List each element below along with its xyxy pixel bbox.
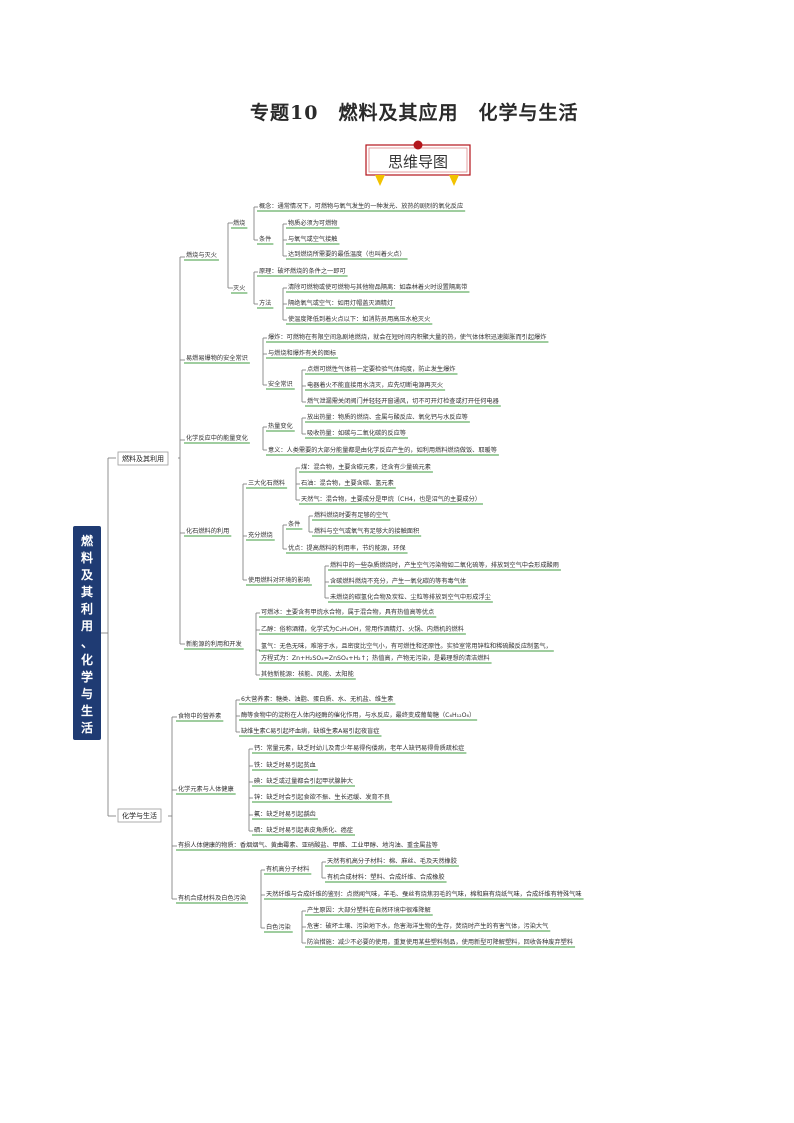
node-combust_extinguish: 燃烧与灭火: [186, 251, 217, 259]
node-w1: 产生原因：大部分塑料在自然环境中很难降解: [307, 906, 431, 914]
node-fiber: 天然纤维与合成纤维的鉴别：点燃闻气味，羊毛、蚕丝有烧焦羽毛的气味，棉和麻有烧纸气…: [266, 890, 582, 898]
ribbon-right-icon: [449, 175, 459, 186]
node-p1: 天然有机高分子材料：棉、麻丝、毛及天然橡胶: [327, 857, 457, 865]
pin-icon: [413, 140, 423, 150]
node-full_combust: 充分燃烧: [248, 531, 273, 539]
node-harmful: 有损人体健康的物质：香烟烟气、黄曲霉素、亚硝酸盐、甲醛、工业甲醇、地沟油、重金属…: [178, 841, 438, 849]
node-el3: 碘：缺乏或过量都会引起甲状腺肿大: [254, 777, 353, 785]
node-fuel: 燃料及其利用: [122, 454, 164, 463]
node-safety_title: 易燃易爆物的安全常识: [186, 354, 248, 362]
node-w3: 防治措施：减少不必要的使用，重复使用某些塑料制品，使用新型可降解塑料，回收各种废…: [307, 938, 573, 946]
node-el5: 氟：缺乏时易引起龋齿: [254, 810, 316, 818]
node-el1: 钙：常量元素，缺乏时幼儿及青少年易得佝偻病，老年人缺钙易得骨质疏松症: [254, 744, 464, 752]
ribbon-left-icon: [375, 175, 385, 186]
node-fossil_title: 化石燃料的利用: [186, 527, 229, 535]
node-gas: 天然气：混合物，主要成分是甲烷（CH4，也是沼气的主要成分）: [301, 495, 481, 503]
node-nutrients: 食物中的营养素: [178, 712, 221, 720]
mind-map-badge: 思维导图: [365, 140, 471, 186]
node-env_impact: 使用燃料对环境的影响: [248, 576, 310, 584]
node-combustion: 燃烧: [233, 219, 245, 227]
node-p2: 有机合成材料：塑料、合成纤维、合成橡胶: [327, 873, 445, 881]
node-w2: 危害：破坏土壤、污染地下水，危害海洋生物的生存，焚烧时产生的有害气体，污染大气: [307, 922, 548, 930]
node-materials: 有机合成材料及白色污染: [178, 894, 246, 902]
badge-label: 思维导图: [388, 153, 448, 171]
node-el2: 铁：缺乏时易引起贫血: [254, 761, 316, 769]
node-m3: 使温度降低到着火点以下：如消防员用高压水枪灭火: [288, 315, 430, 323]
node-concept: 概念：通常情况下，可燃物与氧气发生的一种发光、放热的剧烈的氧化反应: [259, 202, 463, 210]
node-s2: 电器着火不能直接用水浇灭，应先切断电源再灭火: [307, 381, 443, 389]
node-new_energy: 新能源的利用和开发: [186, 640, 242, 648]
node-nu2: 酶等食物中的淀粉在人体内经酶的催化作用，与水反应，最终变成葡萄糖（C₆H₁₂O₆…: [241, 711, 475, 719]
node-methods: 方法: [259, 299, 271, 307]
node-extinguish: 灭火: [233, 285, 245, 292]
node-three_fossil: 三大化石燃料: [248, 479, 285, 487]
node-oil: 石油：混合物，主要含碳、氢元素: [301, 479, 394, 487]
node-h2: 吸收热量：如碳与二氧化碳的反应等: [307, 429, 406, 437]
node-cond3: 达到燃烧所需要的最低温度（也叫着火点）: [288, 250, 406, 258]
node-el6: 硒：缺乏时易引起表皮角质化、癌症: [254, 826, 353, 834]
node-cond1: 物质必须为可燃物: [288, 219, 338, 227]
node-f2: 燃料与空气或氧气有足够大的接触面积: [314, 527, 419, 535]
node-white: 白色污染: [266, 923, 291, 931]
node-cond2: 与氧气或空气接触: [288, 235, 338, 243]
node-s1: 点燃可燃性气体前一定要检验气体纯度，防止发生爆炸: [307, 365, 456, 373]
node-h1: 放出热量：物质的燃烧、金属与酸反应、氧化钙与水反应等: [307, 413, 468, 421]
node-e1: 燃料中的一些杂质燃烧时，产生空气污染物如二氧化硫等，排放到空气中会形成酸雨: [330, 561, 559, 569]
node-heat_change: 热量变化: [268, 422, 293, 430]
node-box-fuel: [117, 451, 169, 466]
node-polymer: 有机高分子材料: [266, 865, 309, 873]
node-meaning: 意义：人类需要的大部分能量都是由化学反应产生的，如利用燃料燃烧做饭、取暖等: [268, 446, 497, 454]
node-explosion: 爆炸：可燃物在有限空间急剧地燃烧，就会在短时间内积聚大量的热，使气体体积迅速膨胀…: [268, 333, 546, 341]
node-advantage: 优点：提高燃料的利用率，节约能源，环保: [288, 544, 406, 552]
node-conditions: 条件: [259, 235, 271, 243]
root-node: [73, 526, 101, 740]
root-label: 燃料及其利用、化学与生活: [80, 533, 94, 735]
node-s3: 燃气泄漏需关闭阀门并轻轻开窗通风，切不可开灯检查或打开任何电器: [307, 397, 500, 405]
node-m2: 隔绝氧气或空气：如用灯帽盖灭酒精灯: [288, 299, 393, 307]
node-box-life: [117, 808, 162, 823]
node-nu1: 6大营养素：糖类、油脂、蛋白质、水、无机盐、维生素: [241, 695, 393, 703]
page-title: 专题10 燃料及其应用 化学与生活: [250, 102, 579, 124]
node-energy_change: 化学反应中的能量变化: [186, 434, 248, 442]
node-nu3: 缺维生素C易引起坏血病，缺维生素A易引起夜盲症: [241, 727, 380, 735]
node-e3: 未燃烧的碳氢化合物及炭粒、尘粒等排放到空气中形成浮尘: [330, 593, 491, 601]
node-life: 化学与生活: [122, 811, 157, 820]
node-el4: 锌：缺乏时会引起食欲不振、生长迟缓、发育不良: [254, 793, 390, 801]
node-n1: 可燃冰：主要含有甲烷水合物，属于混合物，具有热值高等优点: [261, 608, 434, 616]
node-signs: 与燃烧和爆炸有关的图标: [268, 349, 336, 357]
node-coal: 煤：混合物，主要含碳元素，还含有少量硫元素: [301, 463, 431, 471]
node-safety: 安全常识: [268, 380, 293, 388]
node-m1: 清除可燃物或使可燃物与其他物品隔离：如森林着火时设置隔离带: [288, 283, 467, 291]
node-n3b: 方程式为：Zn+H₂SO₄=ZnSO₄+H₂↑；热值高，产物无污染，是最理想的清…: [261, 654, 490, 662]
node-conditions2: 条件: [288, 520, 300, 528]
node-elements: 化学元素与人体健康: [178, 785, 234, 793]
node-n3: 氢气：无色无味，难溶于水，且密度比空气小，有可燃性和还原性。实验室常用锌粒和稀硫…: [261, 642, 552, 650]
node-principle: 原理：破坏燃烧的条件之一即可: [259, 267, 346, 275]
node-e2: 含碳燃料燃烧不充分，产生一氧化碳的等有毒气体: [330, 577, 467, 585]
node-n4: 其他新能源：核能、风能、太阳能: [261, 670, 354, 678]
node-f1: 燃料燃烧时要有足够的空气: [314, 511, 388, 519]
node-n2: 乙醇：俗称酒精，化学式为C₂H₅OH，常用作酒精灯、火锅、内燃机的燃料: [261, 625, 464, 633]
